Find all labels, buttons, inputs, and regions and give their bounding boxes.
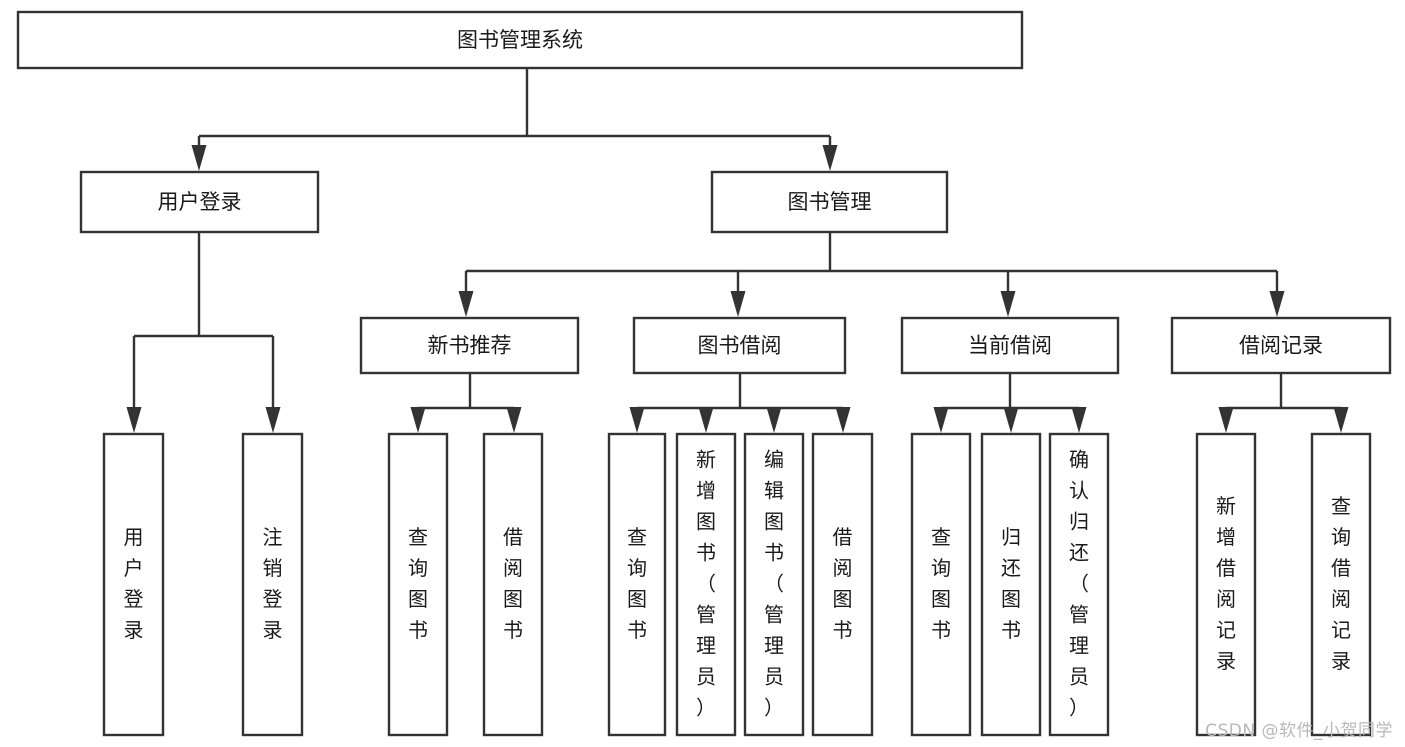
connector-current-to-leaves [933, 373, 1087, 433]
node-label: 新书推荐 [428, 334, 512, 358]
node-rect[interactable] [1170, 316, 1392, 375]
submodule-node-borrow-records[interactable]: 借阅记录 [1170, 316, 1392, 375]
submodule-node-book-borrow[interactable]: 图书借阅 [632, 316, 847, 375]
node-label: 借阅图书 [503, 525, 523, 642]
arrow-head-icon [1071, 407, 1087, 433]
node-label: 确认归还（管理员） [1069, 447, 1089, 719]
node-rect[interactable] [79, 170, 320, 234]
node-label: 查询图书 [931, 525, 951, 642]
node-label: 查询借阅记录 [1331, 494, 1351, 673]
node-label: 查询图书 [408, 525, 428, 642]
node-label: 图书管理 [788, 190, 872, 214]
node-label: 编辑图书（管理员） [764, 447, 784, 719]
node-rect[interactable] [910, 432, 972, 737]
leaf-node-leaf-return-book[interactable]: 归还图书 [980, 432, 1042, 737]
node-label: 查询图书 [627, 525, 647, 642]
node-rect[interactable] [1310, 432, 1372, 737]
node-label: 注销登录 [263, 525, 283, 642]
leaf-node-leaf-edit-book[interactable]: 编辑图书（管理员） [743, 432, 805, 737]
arrow-head-icon [410, 407, 426, 433]
node-rect[interactable] [980, 432, 1042, 737]
arrow-head-icon [1333, 407, 1349, 433]
arrow-head-icon [730, 291, 746, 317]
connectors-layer [126, 68, 1349, 433]
connector-borrow-to-leaves [629, 373, 851, 433]
leaf-node-leaf-logout[interactable]: 注销登录 [241, 432, 304, 737]
connector-records-to-leaves [1218, 373, 1349, 433]
connector-recommend-to-leaves [410, 373, 522, 433]
node-rect[interactable] [743, 432, 805, 737]
node-rect[interactable] [482, 432, 544, 737]
node-label: 用户登录 [158, 190, 242, 214]
node-rect[interactable] [241, 432, 304, 737]
submodule-node-new-book-recommend[interactable]: 新书推荐 [359, 316, 580, 375]
node-rect[interactable] [710, 170, 949, 234]
leaf-node-leaf-query-book-recommend[interactable]: 查询图书 [387, 432, 449, 737]
node-label: 归还图书 [1001, 525, 1021, 642]
module-node-user-login[interactable]: 用户登录 [79, 170, 320, 234]
node-label: 图书借阅 [698, 334, 782, 358]
leaf-node-leaf-borrow-book[interactable]: 借阅图书 [811, 432, 874, 737]
node-rect[interactable] [1195, 432, 1257, 737]
node-rect[interactable] [607, 432, 667, 737]
node-label: 借阅记录 [1239, 334, 1323, 358]
leaf-node-leaf-query-book-borrow[interactable]: 查询图书 [607, 432, 667, 737]
node-label: 用户登录 [124, 525, 144, 642]
connector-root-to-level2 [191, 68, 838, 171]
node-rect[interactable] [387, 432, 449, 737]
connector-userlogin-to-leaves [126, 232, 281, 433]
connector-bookmgmt-to-level3 [458, 232, 1285, 317]
node-rect[interactable] [632, 316, 847, 375]
arrow-head-icon [933, 407, 949, 433]
arrow-head-icon [1003, 407, 1019, 433]
node-rect[interactable] [359, 316, 580, 375]
node-rect[interactable] [675, 432, 737, 737]
node-label: 当前借阅 [968, 334, 1052, 358]
leaf-node-leaf-add-book[interactable]: 新增图书（管理员） [675, 432, 737, 737]
arrow-head-icon [1269, 291, 1285, 317]
arrow-head-icon [698, 407, 714, 433]
arrow-head-icon [1000, 291, 1016, 317]
node-rect[interactable] [811, 432, 874, 737]
arrow-head-icon [191, 145, 207, 171]
leaf-node-leaf-add-borrow-record[interactable]: 新增借阅记录 [1195, 432, 1257, 737]
node-rect[interactable] [1048, 432, 1110, 737]
arrow-head-icon [126, 407, 142, 433]
arrow-head-icon [265, 407, 281, 433]
nodes-layer: 图书管理系统用户登录图书管理新书推荐图书借阅当前借阅借阅记录用户登录注销登录查询… [16, 10, 1392, 737]
leaf-node-leaf-borrow-book-recommend[interactable]: 借阅图书 [482, 432, 544, 737]
arrow-head-icon [458, 291, 474, 317]
leaf-node-leaf-confirm-return[interactable]: 确认归还（管理员） [1048, 432, 1110, 737]
leaf-node-leaf-query-book-current[interactable]: 查询图书 [910, 432, 972, 737]
arrow-head-icon [629, 407, 645, 433]
arrow-head-icon [822, 145, 838, 171]
node-rect[interactable] [900, 316, 1120, 375]
module-node-book-management[interactable]: 图书管理 [710, 170, 949, 234]
leaf-node-leaf-query-borrow-record[interactable]: 查询借阅记录 [1310, 432, 1372, 737]
node-label: 新增图书（管理员） [696, 447, 716, 719]
node-rect[interactable] [16, 10, 1024, 70]
arrow-head-icon [835, 407, 851, 433]
root-node-root[interactable]: 图书管理系统 [16, 10, 1024, 70]
submodule-node-current-borrow[interactable]: 当前借阅 [900, 316, 1120, 375]
arrow-head-icon [506, 407, 522, 433]
node-rect[interactable] [102, 432, 165, 737]
leaf-node-leaf-user-login[interactable]: 用户登录 [102, 432, 165, 737]
arrow-head-icon [1218, 407, 1234, 433]
arrow-head-icon [766, 407, 782, 433]
node-label: 图书管理系统 [457, 28, 583, 52]
node-label: 新增借阅记录 [1216, 494, 1236, 673]
node-label: 借阅图书 [833, 525, 853, 642]
